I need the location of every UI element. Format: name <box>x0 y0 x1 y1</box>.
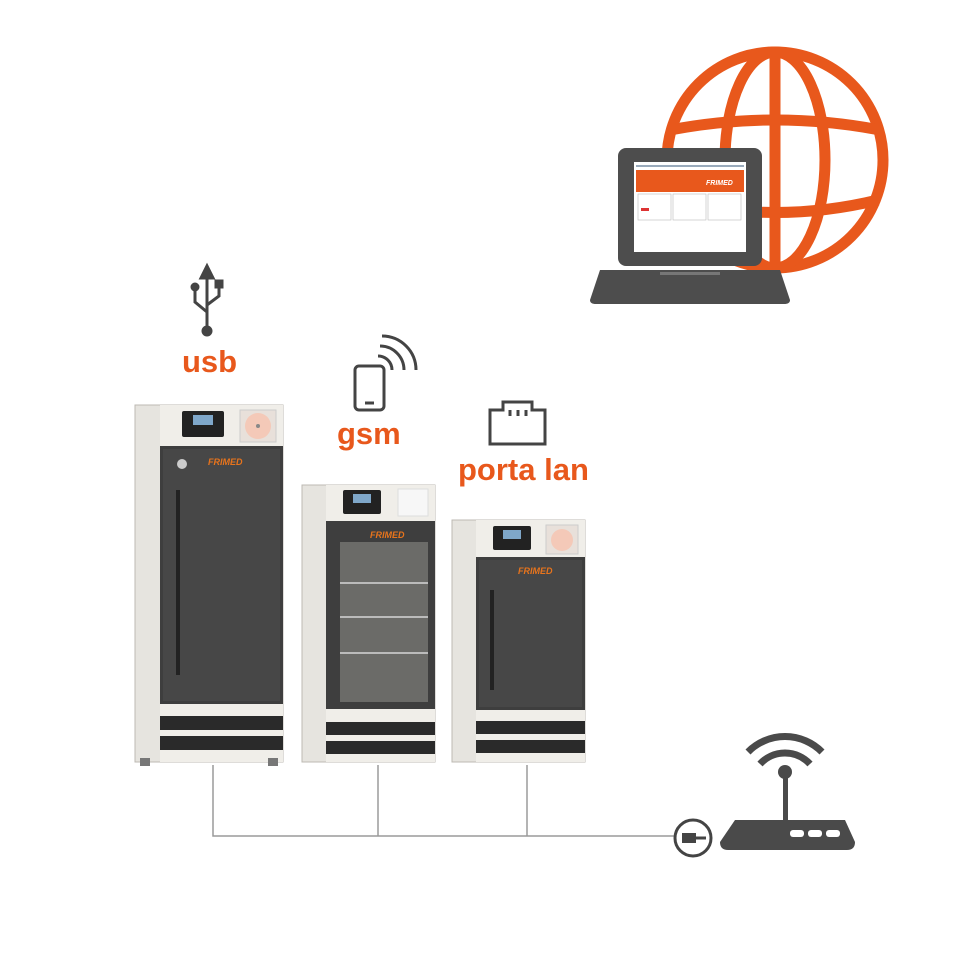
smartphone-signal-icon <box>353 334 418 412</box>
brand-logo: FRIMED <box>208 457 243 467</box>
ethernet-plug-icon <box>673 818 713 858</box>
wifi-router-icon <box>720 733 855 850</box>
lan-port-icon <box>488 400 547 446</box>
globe-icon <box>661 46 889 274</box>
laptop-icon: FRIMED <box>590 148 790 304</box>
short-fridge-lan: FRIMED <box>451 519 586 763</box>
usb-label: usb <box>182 344 237 379</box>
glass-fridge-gsm: FRIMED <box>301 484 436 763</box>
gsm-label: gsm <box>337 416 401 451</box>
brand-logo: FRIMED <box>370 530 405 540</box>
screen-logo: FRIMED <box>706 180 733 187</box>
usb-icon <box>190 262 224 337</box>
lan-label: porta lan <box>458 452 589 487</box>
connection-lines <box>212 765 675 837</box>
tall-fridge-usb: FRIMED <box>134 404 284 766</box>
brand-logo: FRIMED <box>518 566 553 576</box>
screen-panels <box>637 193 742 221</box>
